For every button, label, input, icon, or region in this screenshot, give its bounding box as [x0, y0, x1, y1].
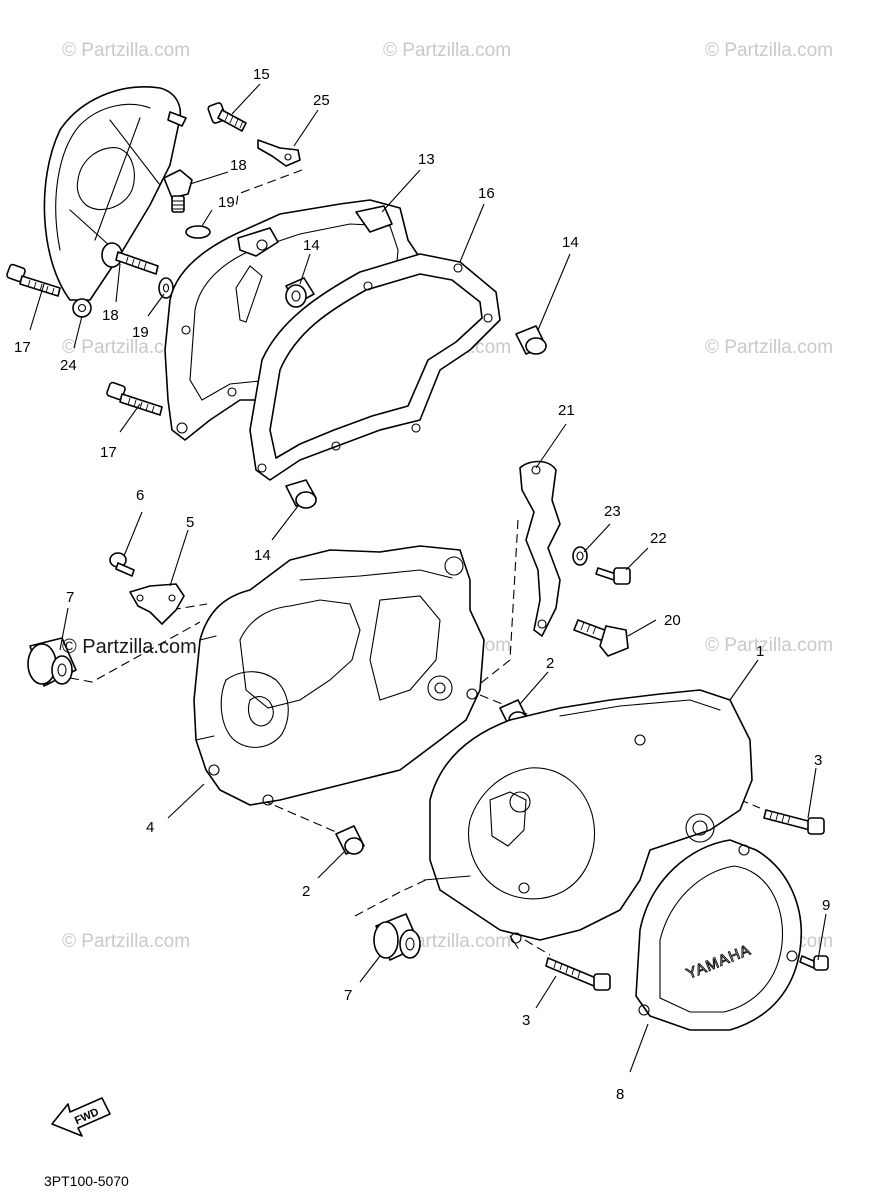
breather-18-part	[163, 169, 193, 213]
bolt-22-part	[595, 567, 631, 585]
callout-numbers: 15 25 18 19 13 14 16 14 17 18 19 24 17 1…	[14, 66, 830, 1103]
callout-17: 19	[132, 324, 149, 341]
dowel-12-lower-part	[285, 479, 317, 509]
callout-16: 18	[102, 307, 119, 324]
callout-25: 25	[313, 92, 330, 109]
watermark-text: © Partzilla.com	[705, 635, 833, 656]
callout-15: 15	[253, 66, 270, 83]
dowel-12-upper-part	[515, 325, 547, 355]
gasket-13-part	[249, 253, 501, 481]
callout-1: 1	[756, 643, 764, 660]
washer-23-part	[572, 546, 588, 566]
callout-9: 9	[822, 897, 830, 914]
bolt-6-part	[109, 552, 135, 577]
oring-19-part	[185, 225, 211, 239]
callout-7-lower: 7	[344, 987, 352, 1004]
callout-7-upper: 7	[66, 589, 74, 606]
callout-12-lower: 14	[254, 547, 271, 564]
callout-14-lower: 17	[100, 444, 117, 461]
leader-lines	[29, 83, 827, 1073]
watermark-text: © Partzilla.com	[705, 337, 833, 358]
watermark-text: © Partzilla.com	[62, 337, 190, 358]
crankcase-left-4-part	[193, 545, 485, 806]
watermark-text: © Partzilla.com	[705, 40, 833, 61]
callout-3-upper: 3	[814, 752, 822, 769]
bolt-14-upper-part	[6, 263, 61, 297]
callout-4: 4	[146, 819, 154, 836]
generator-cover-8-part: YAMAHA	[635, 839, 802, 1031]
callout-3-lower: 3	[522, 1012, 530, 1029]
callout-10: 13	[418, 151, 435, 168]
callout-12-upper: 14	[562, 234, 579, 251]
bolt-3-upper-part	[763, 809, 825, 835]
callout-21: 21	[558, 402, 575, 419]
callout-11: 14	[303, 237, 320, 254]
callout-6: 6	[136, 487, 144, 504]
forward-arrow-icon: FWD	[51, 1097, 111, 1137]
bracket-5-part	[129, 583, 185, 625]
callout-14-upper: 17	[14, 339, 31, 356]
callout-8: 8	[616, 1086, 624, 1103]
damper-7-lower-part	[373, 913, 421, 961]
callout-20: 20	[664, 612, 681, 629]
clip-25-part	[257, 139, 301, 167]
callout-23: 23	[604, 503, 621, 520]
sprocket-guard-part	[43, 86, 187, 318]
bolt-20-part	[573, 619, 629, 657]
watermark-main-text: © Partzilla.com	[62, 636, 197, 658]
bolt-16-part	[101, 242, 159, 275]
watermark-text: © Partzilla.com	[62, 40, 190, 61]
dowel-2-lower-part	[335, 825, 365, 855]
callout-19: 19	[218, 194, 235, 211]
callout-2-lower: 2	[302, 883, 310, 900]
watermark-text: © Partzilla.com	[383, 40, 511, 61]
part-code-label: 3PT100-5070	[44, 1173, 129, 1189]
washer-17-part	[158, 277, 174, 299]
bolt-15-part	[207, 102, 247, 132]
bolt-9-part	[799, 955, 829, 971]
callout-24: 24	[60, 357, 77, 374]
callout-22: 22	[650, 530, 667, 547]
callout-5: 5	[186, 514, 194, 531]
callout-13: 16	[478, 185, 495, 202]
callout-18: 18	[230, 157, 247, 174]
watermark-text: © Partzilla.com	[62, 931, 190, 952]
bolt-14-lower-part	[106, 381, 163, 416]
bracket-21-part	[519, 460, 561, 637]
bearing-11-part	[285, 277, 315, 308]
callout-2-upper: 2	[546, 655, 554, 672]
crankcase-right-1-part	[423, 689, 753, 949]
damper-7-upper-part	[27, 637, 77, 687]
bolt-3-lower-part	[545, 957, 611, 991]
